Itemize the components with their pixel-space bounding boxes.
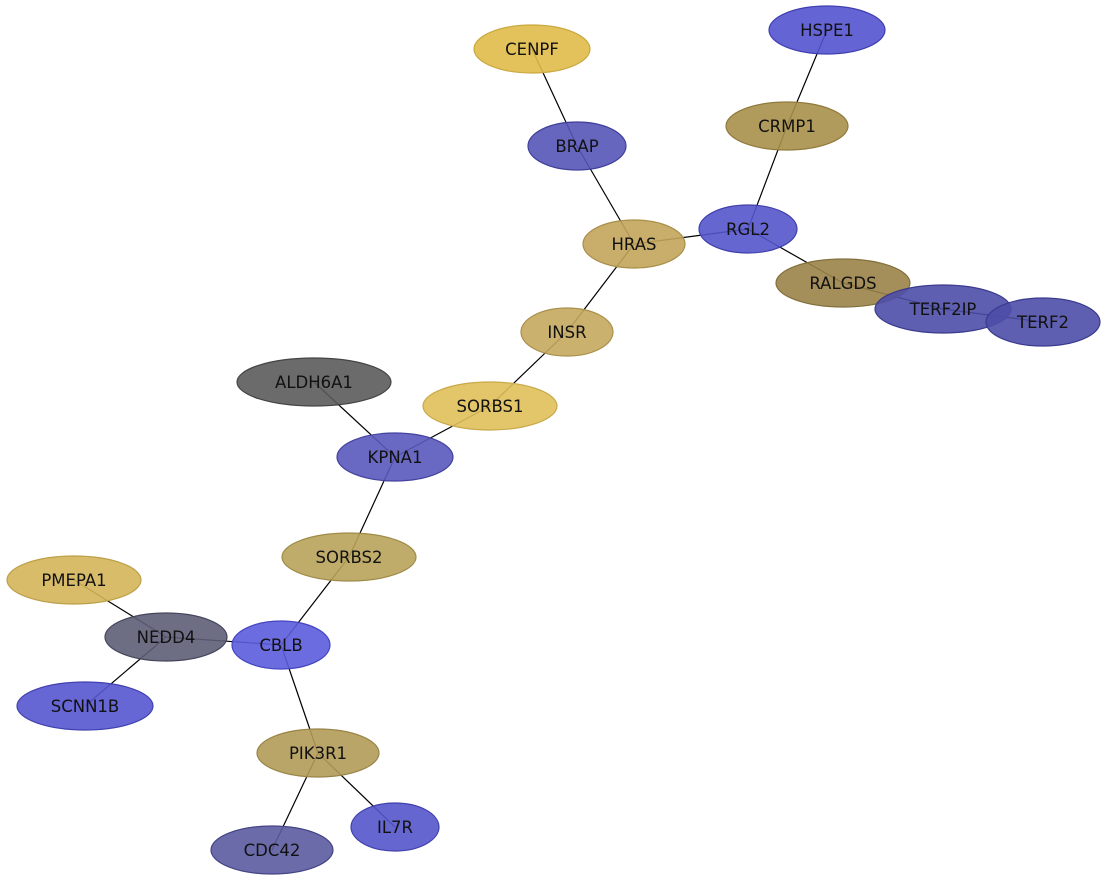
node-shape-cblb (231, 620, 331, 670)
node-shape-ralgds (775, 258, 911, 308)
node-shape-hras (582, 219, 686, 269)
node-shape-cdc42 (210, 825, 334, 875)
node-label-crmp1: CRMP1 (758, 117, 816, 136)
node-nedd4[interactable]: NEDD4 (104, 612, 228, 662)
node-label-insr: INSR (547, 323, 586, 342)
node-sorbs1[interactable]: SORBS1 (422, 381, 558, 431)
node-shape-kpna1 (336, 432, 454, 482)
node-shape-hspe1 (768, 5, 886, 55)
node-shape-sorbs2 (281, 532, 417, 582)
node-crmp1[interactable]: CRMP1 (725, 101, 849, 151)
node-terf2[interactable]: TERF2 (985, 297, 1101, 347)
node-shape-pmepa1 (6, 555, 142, 605)
node-shape-terf2 (985, 297, 1101, 347)
node-label-sorbs2: SORBS2 (316, 548, 383, 567)
node-label-rgl2: RGL2 (726, 220, 770, 239)
node-rgl2[interactable]: RGL2 (698, 204, 798, 254)
node-shape-aldh6a1 (236, 357, 392, 407)
node-shape-nedd4 (104, 612, 228, 662)
node-brap[interactable]: BRAP (527, 121, 627, 171)
node-insr[interactable]: INSR (520, 307, 614, 357)
node-shape-sorbs1 (422, 381, 558, 431)
node-label-ralgds: RALGDS (809, 274, 876, 293)
node-label-hspe1: HSPE1 (800, 21, 854, 40)
node-label-hras: HRAS (612, 235, 657, 254)
node-sorbs2[interactable]: SORBS2 (281, 532, 417, 582)
node-shape-pik3r1 (256, 728, 380, 778)
node-label-il7r: IL7R (377, 818, 413, 837)
node-shape-il7r (350, 802, 440, 852)
node-scnn1b[interactable]: SCNN1B (16, 681, 154, 731)
node-shape-scnn1b (16, 681, 154, 731)
node-label-sorbs1: SORBS1 (457, 397, 524, 416)
node-label-aldh6a1: ALDH6A1 (275, 373, 353, 392)
node-shape-crmp1 (725, 101, 849, 151)
node-pmepa1[interactable]: PMEPA1 (6, 555, 142, 605)
node-hspe1[interactable]: HSPE1 (768, 5, 886, 55)
node-pik3r1[interactable]: PIK3R1 (256, 728, 380, 778)
node-hras[interactable]: HRAS (582, 219, 686, 269)
node-label-pik3r1: PIK3R1 (289, 744, 347, 763)
node-label-kpna1: KPNA1 (368, 448, 423, 467)
node-il7r[interactable]: IL7R (350, 802, 440, 852)
node-label-cblb: CBLB (259, 636, 302, 655)
node-cdc42[interactable]: CDC42 (210, 825, 334, 875)
node-ralgds[interactable]: RALGDS (775, 258, 911, 308)
node-kpna1[interactable]: KPNA1 (336, 432, 454, 482)
node-label-terf2: TERF2 (1016, 313, 1069, 332)
node-label-nedd4: NEDD4 (137, 628, 196, 647)
node-shape-cenpf (473, 24, 591, 74)
node-cenpf[interactable]: CENPF (473, 24, 591, 74)
node-aldh6a1[interactable]: ALDH6A1 (236, 357, 392, 407)
node-label-pmepa1: PMEPA1 (41, 571, 106, 590)
node-label-terf2ip: TERF2IP (909, 300, 977, 319)
node-label-brap: BRAP (555, 137, 598, 156)
node-shape-insr (520, 307, 614, 357)
node-label-cenpf: CENPF (505, 40, 559, 59)
node-label-cdc42: CDC42 (244, 841, 301, 860)
node-shape-rgl2 (698, 204, 798, 254)
node-label-scnn1b: SCNN1B (51, 697, 120, 716)
node-shape-brap (527, 121, 627, 171)
node-cblb[interactable]: CBLB (231, 620, 331, 670)
